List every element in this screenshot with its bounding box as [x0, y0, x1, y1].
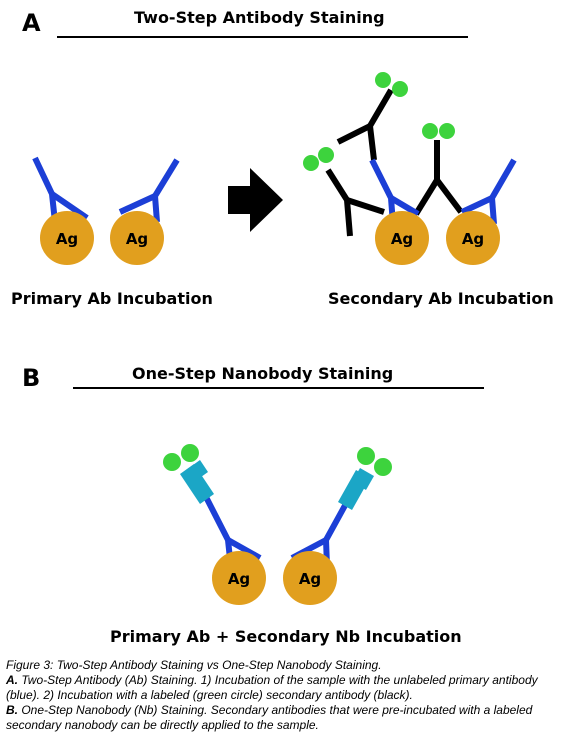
fluorophore — [375, 72, 391, 88]
caption-b-text: One-Step Nanobody (Nb) Staining. Seconda… — [6, 703, 533, 732]
antigen-label: Ag — [126, 230, 148, 248]
antigen-b2 — [283, 551, 337, 605]
caption-b-prefix: B. — [6, 703, 18, 717]
primary-antibody — [460, 158, 517, 225]
panel-b-divider — [73, 387, 484, 389]
staining-diagram: Ag Ag — [32, 72, 517, 605]
nanobody — [180, 460, 214, 504]
nanobody-incubation-label: Primary Ab + Secondary Nb Incubation — [110, 627, 462, 646]
primary-antibody-left — [118, 158, 180, 223]
caption-a: A. Two-Step Antibody (Ab) Staining. 1) I… — [6, 673, 558, 703]
fluorophore — [374, 458, 392, 476]
antigen-a2 — [110, 211, 164, 265]
fluorophore — [392, 81, 408, 97]
antigen-label: Ag — [391, 230, 413, 248]
fluorophore — [422, 123, 438, 139]
fluorophore — [303, 155, 319, 171]
primary-antibody-left — [32, 156, 89, 223]
fluorophore — [439, 123, 455, 139]
antigen-a1 — [40, 211, 94, 265]
fluorophore — [163, 453, 181, 471]
antigen-b1 — [212, 551, 266, 605]
antigen-label: Ag — [299, 570, 321, 588]
nanobody — [338, 468, 374, 510]
fluorophore — [357, 447, 375, 465]
antigen-a4 — [446, 211, 500, 265]
right-arrow-icon — [228, 168, 283, 232]
antigen-label: Ag — [56, 230, 78, 248]
caption-title: Figure 3: Two-Step Antibody Staining vs … — [6, 658, 382, 672]
panel-b-letter: B — [22, 364, 41, 392]
secondary-incubation-label: Secondary Ab Incubation — [328, 289, 554, 308]
caption-a-text: Two-Step Antibody (Ab) Staining. 1) Incu… — [6, 673, 538, 702]
fluorophore — [318, 147, 334, 163]
primary-incubation-label: Primary Ab Incubation — [11, 289, 213, 308]
secondary-antibody — [413, 140, 464, 216]
panel-b-title: One-Step Nanobody Staining — [132, 364, 394, 383]
secondary-antibody — [336, 88, 394, 161]
antigen-label: Ag — [462, 230, 484, 248]
panel-a-divider — [57, 36, 468, 38]
antigen-label: Ag — [228, 570, 250, 588]
figure-caption: Figure 3: Two-Step Antibody Staining vs … — [6, 658, 558, 733]
secondary-antibody — [325, 168, 385, 237]
caption-b: B. One-Step Nanobody (Nb) Staining. Seco… — [6, 703, 558, 733]
panel-a-letter: A — [22, 9, 41, 37]
panel-a-title: Two-Step Antibody Staining — [134, 8, 385, 27]
fluorophore — [181, 444, 199, 462]
antigen-a3 — [375, 211, 429, 265]
caption-a-prefix: A. — [6, 673, 18, 687]
